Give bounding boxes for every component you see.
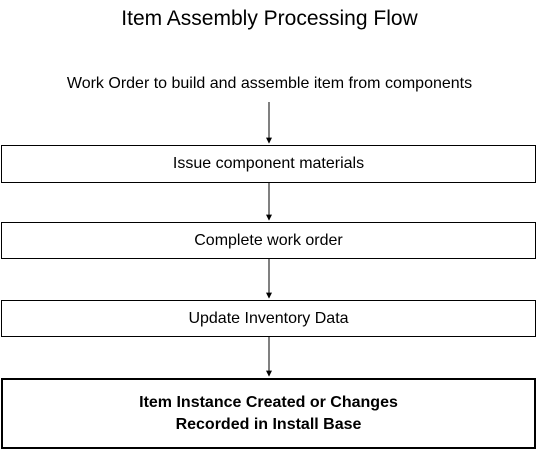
- result-line-1: Item Instance Created or Changes: [139, 393, 398, 411]
- diagram-title: Item Assembly Processing Flow: [121, 7, 418, 30]
- result-text: Item Instance Created or Changes Recorde…: [139, 392, 398, 436]
- step-update-inventory-data: Update Inventory Data: [1, 300, 536, 337]
- step-label: Issue component materials: [172, 155, 365, 172]
- result-line-2: Recorded in Install Base: [175, 415, 362, 433]
- step-label: Complete work order: [194, 231, 343, 249]
- step-item-instance-result: Item Instance Created or Changes Recorde…: [1, 378, 536, 449]
- flow-start-text: Work Order to build and assemble item fr…: [66, 75, 473, 92]
- step-issue-component-materials: Issue component materials: [1, 145, 536, 183]
- step-complete-work-order: Complete work order: [1, 222, 536, 259]
- step-label: Update Inventory Data: [188, 309, 349, 327]
